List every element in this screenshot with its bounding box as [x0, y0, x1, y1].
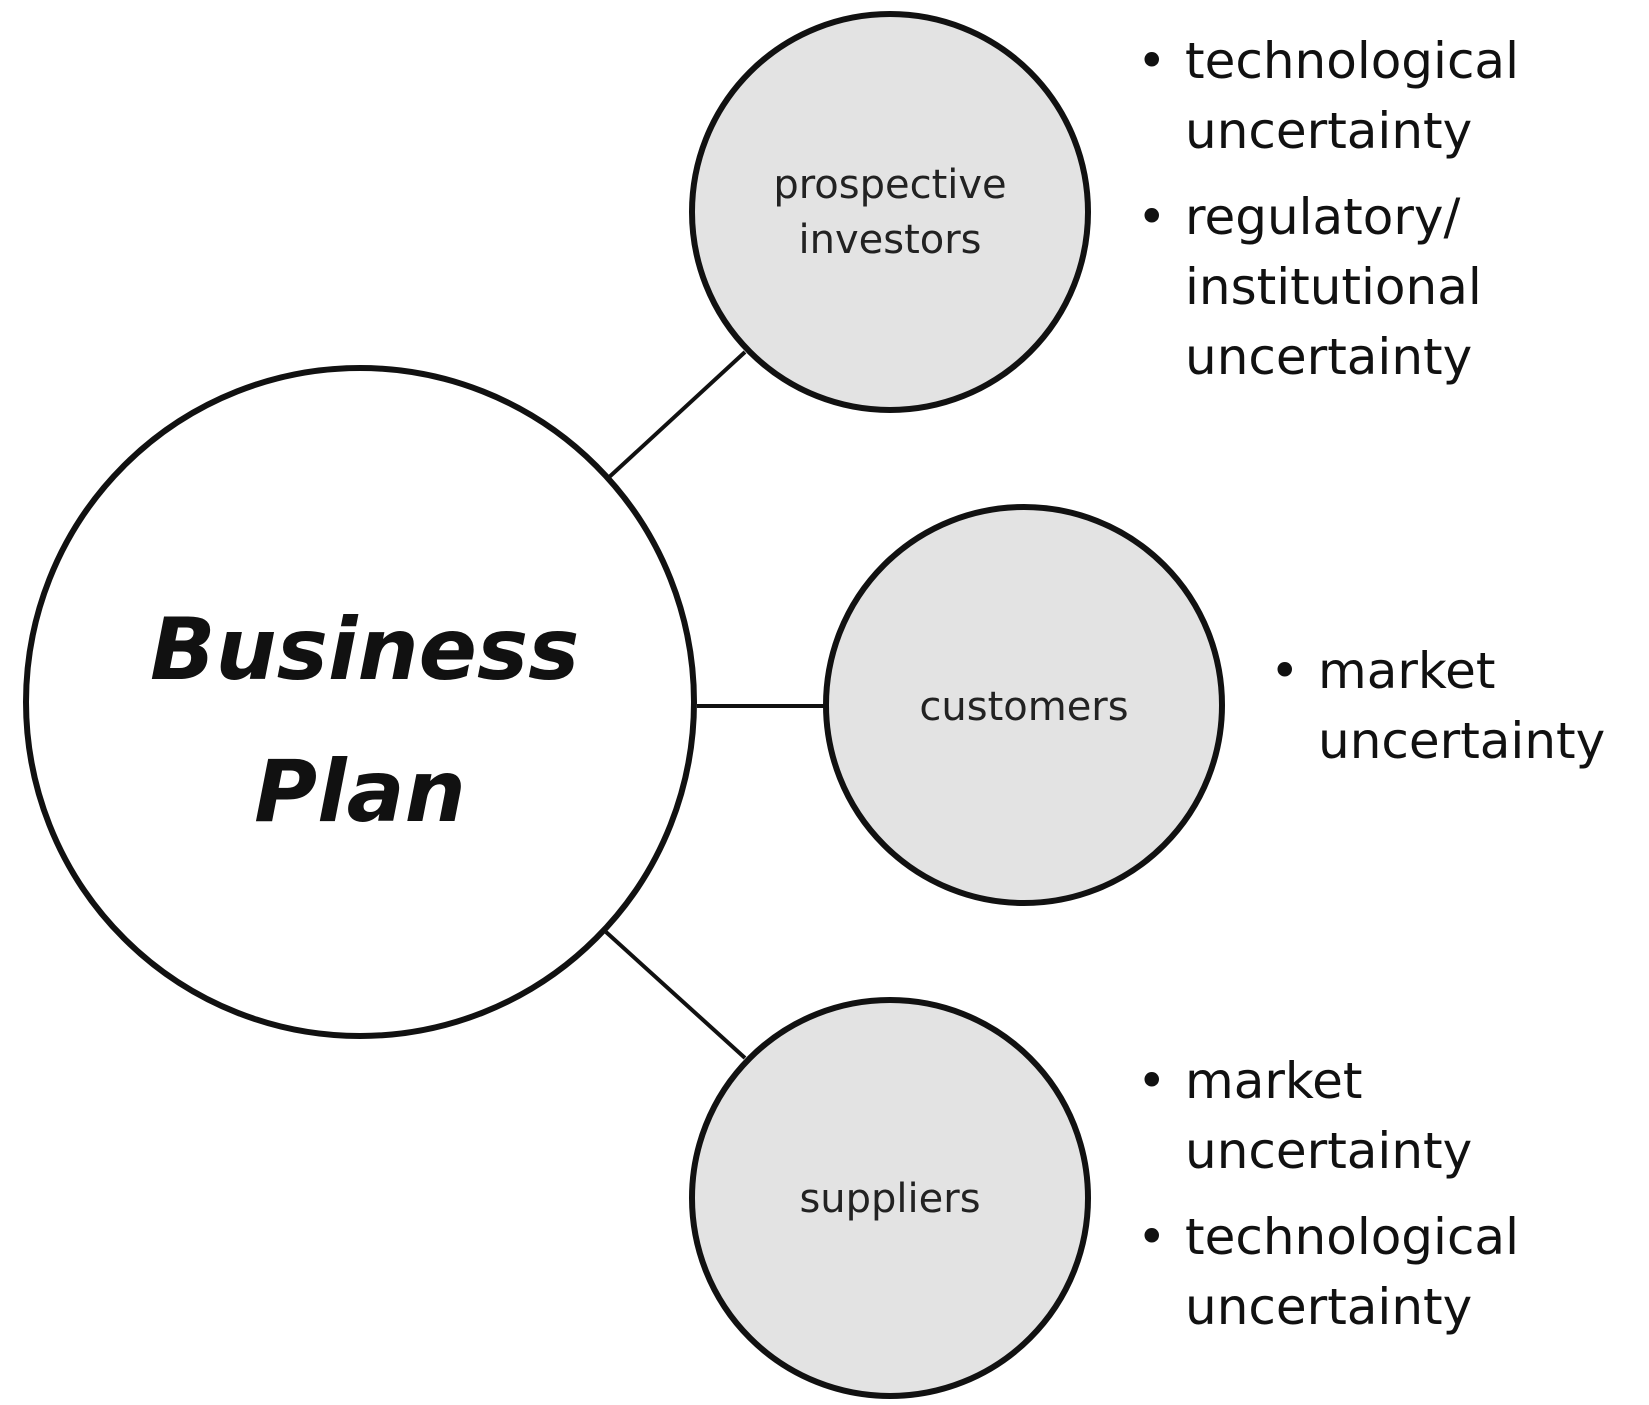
circle-prospective-investors [689, 11, 1091, 413]
label-prospective-investors: prospective investors [710, 158, 1070, 268]
connector-investors [604, 350, 747, 482]
label-suppliers-line1: suppliers [799, 1176, 981, 1222]
label-suppliers: suppliers [710, 1172, 1070, 1227]
bullets-suppliers: market uncertainty technological uncerta… [1135, 1046, 1519, 1358]
label-customers-line1: customers [919, 684, 1129, 730]
bullets-prospective-investors: technological uncertainty regulatory/ in… [1135, 26, 1519, 408]
label-prospective-investors-line1: prospective [773, 162, 1007, 208]
center-label: Business Plan [150, 580, 580, 864]
center-label-line2: Plan [254, 741, 466, 842]
circle-suppliers [689, 997, 1091, 1399]
label-prospective-investors-line2: investors [798, 217, 982, 264]
center-label-line1: Business [150, 600, 580, 700]
circle-customers [823, 504, 1225, 906]
connector-suppliers [604, 930, 747, 1060]
label-customers: customers [844, 680, 1204, 735]
center-circle-business-plan [23, 365, 697, 1039]
bullet-item: market uncertainty [1268, 636, 1605, 776]
bullet-item: regulatory/ institutional uncertainty [1135, 182, 1519, 392]
bullet-item: technological uncertainty [1135, 26, 1519, 166]
bullet-item: technological uncertainty [1135, 1202, 1519, 1342]
bullet-item: market uncertainty [1135, 1046, 1519, 1186]
bullets-customers: market uncertainty [1268, 636, 1605, 792]
